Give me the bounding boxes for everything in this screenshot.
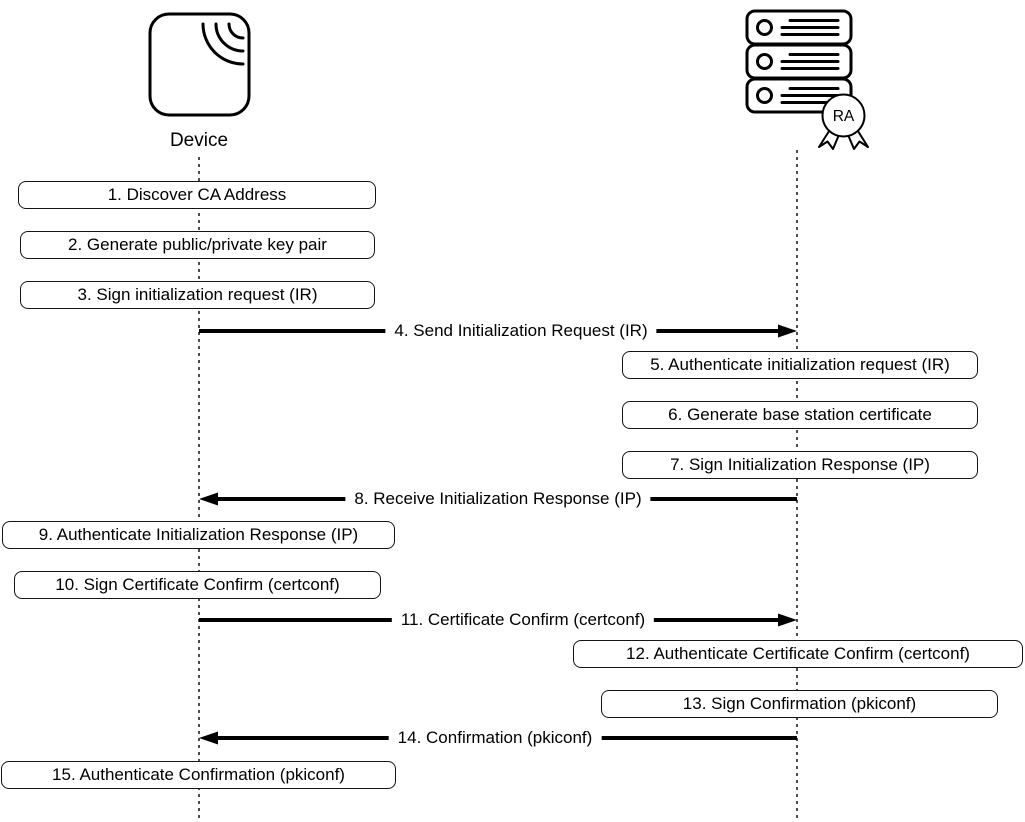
server-led-icon: [756, 53, 773, 70]
message-label-14: 14. Confirmation (pkiconf): [388, 728, 602, 748]
step-box-1: 1. Discover CA Address: [18, 181, 376, 209]
message-label-8: 8. Receive Initialization Response (IP): [345, 489, 651, 509]
device-icon: [148, 12, 251, 117]
message-label-4: 4. Send Initialization Request (IR): [385, 321, 657, 341]
arrowhead-right-icon: [778, 613, 797, 627]
arrowhead-right-icon: [778, 324, 797, 338]
step-box-7: 7. Sign Initialization Response (IP): [622, 451, 978, 479]
step-box-3: 3. Sign initialization request (IR): [20, 281, 375, 309]
step-box-12: 12. Authenticate Certificate Confirm (ce…: [573, 640, 1023, 668]
step-box-5: 5. Authenticate initialization request (…: [622, 351, 978, 379]
server-vents-icon: [780, 19, 840, 104]
wifi-arc-outer-icon: [201, 22, 245, 66]
step-box-6: 6. Generate base station certificate: [622, 401, 978, 429]
arrowhead-left-icon: [199, 731, 218, 745]
step-box-13: 13. Sign Confirmation (pkiconf): [601, 690, 998, 718]
message-label-11: 11. Certificate Confirm (certconf): [391, 610, 655, 630]
server-led-icon: [756, 19, 773, 36]
step-box-10: 10. Sign Certificate Confirm (certconf): [14, 571, 381, 599]
badge-circle-icon: [821, 93, 866, 138]
wifi-arc-middle-icon: [214, 22, 245, 53]
step-box-15: 15. Authenticate Confirmation (pkiconf): [1, 761, 396, 789]
ra-badge: RA: [818, 93, 869, 150]
step-box-2: 2. Generate public/private key pair: [20, 231, 375, 259]
step-box-9: 9. Authenticate Initialization Response …: [2, 521, 395, 549]
wifi-arc-inner-icon: [227, 22, 245, 40]
ra-badge-label: RA: [833, 108, 855, 125]
device-label: Device: [169, 130, 229, 151]
server-led-icon: [756, 87, 773, 104]
arrowhead-left-icon: [199, 492, 218, 506]
